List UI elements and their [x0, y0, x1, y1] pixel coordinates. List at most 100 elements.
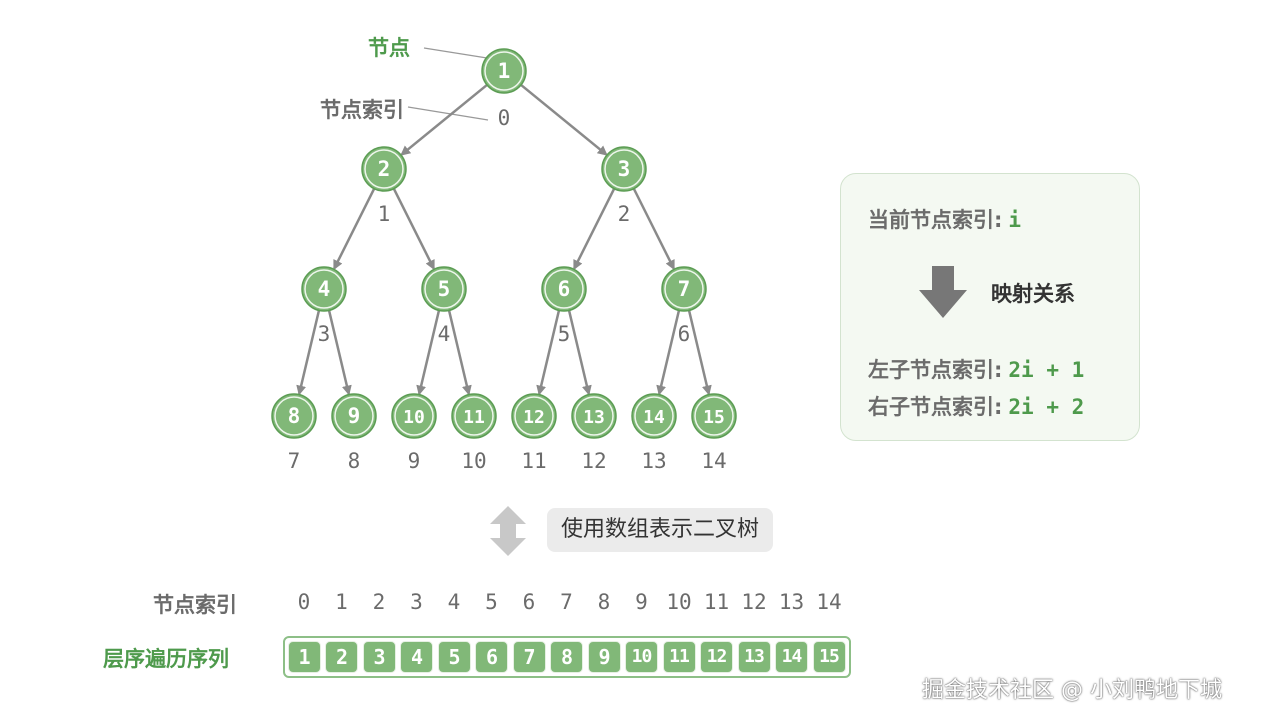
tree-node-index: 3 — [318, 322, 331, 346]
tree-edge — [392, 188, 435, 271]
tree-edge — [632, 188, 675, 271]
tree-node: 12 — [511, 393, 557, 439]
tree-node-circle — [601, 146, 647, 192]
tree-edge — [296, 310, 321, 396]
tree-node-value: 4 — [318, 277, 331, 301]
tree-node-index: 1 — [378, 202, 391, 226]
tree-node-value: 13 — [583, 407, 605, 428]
tree-node-inner-ring — [694, 396, 734, 436]
array-cell: 5 — [437, 641, 471, 673]
current-index-value: i — [1008, 208, 1022, 232]
tree-node-inner-ring — [454, 396, 494, 436]
array-index: 12 — [741, 590, 767, 614]
array-index: 4 — [447, 590, 461, 614]
down-arrow-icon — [919, 266, 967, 318]
tree-node: 10 — [391, 393, 437, 439]
array-index: 6 — [522, 590, 536, 614]
tree-node-index: 10 — [461, 449, 486, 473]
left-child-index-line: 左子节点索引:2i + 1 — [868, 354, 1084, 384]
tree-node-inner-ring — [574, 396, 614, 436]
tree-node-inner-ring — [514, 396, 554, 436]
array-cell: 8 — [550, 641, 583, 673]
tree-node-circle — [271, 393, 317, 439]
tree-node-index: 13 — [641, 449, 666, 473]
tree-node: 2 — [361, 146, 407, 192]
tree-node-value: 11 — [463, 407, 485, 428]
array-cell: 1 — [287, 641, 321, 673]
tree-node-inner-ring — [634, 396, 674, 436]
tree-node-inner-ring — [274, 396, 314, 436]
tree-edge — [416, 310, 441, 396]
tree-node-index: 14 — [701, 449, 726, 473]
array-index: 7 — [560, 590, 573, 614]
array-cell: 9 — [587, 641, 621, 673]
watermark: 掘金技术社区 @ 小刘鸭地下城 — [922, 678, 1222, 703]
tree-edge — [333, 188, 376, 271]
tree-node-circle — [631, 393, 677, 439]
tree-node-circle — [391, 393, 437, 439]
tree-node-circle — [331, 393, 377, 439]
tree-node: 8 — [271, 393, 317, 439]
tree-edge — [567, 310, 592, 396]
tree-edge — [687, 310, 712, 396]
array-cell: 4 — [400, 641, 433, 673]
tree-node-inner-ring — [484, 51, 524, 91]
tree-node-value: 3 — [618, 157, 631, 181]
tree-node-value: 6 — [558, 277, 571, 301]
tree-node: 9 — [331, 393, 377, 439]
tree-node-inner-ring — [544, 269, 584, 309]
array-index: 2 — [372, 590, 386, 614]
right-child-index-line: 右子节点索引:2i + 2 — [868, 391, 1084, 421]
tree-node-circle — [691, 393, 737, 439]
array-index: 0 — [297, 590, 311, 614]
tree-node-circle — [511, 393, 557, 439]
tree-node-index: 9 — [408, 449, 421, 473]
array-cell: 14 — [775, 641, 808, 673]
array-cell: 7 — [512, 641, 546, 673]
array-cell: 11 — [662, 641, 696, 673]
array-index-row-label: 节点索引 — [153, 593, 237, 617]
tree-edge — [400, 83, 488, 156]
right-child-index-label: 右子节点索引: — [868, 395, 1003, 419]
tree-node: 7 — [661, 266, 707, 312]
tree-node-circle — [421, 266, 467, 312]
tree-node-circle — [451, 393, 497, 439]
tree-node-value: 1 — [498, 59, 511, 83]
tree-node-inner-ring — [334, 396, 374, 436]
tree-node-value: 15 — [703, 407, 725, 428]
current-index-label: 当前节点索引: — [868, 208, 1003, 232]
array-index: 14 — [816, 590, 842, 614]
array-cell: 13 — [737, 641, 771, 673]
node-label-leader — [423, 47, 488, 59]
tree-node-circle — [571, 393, 617, 439]
array-cell: 2 — [325, 641, 358, 673]
tree-node-inner-ring — [304, 269, 344, 309]
array-index: 3 — [410, 590, 423, 614]
tree-edge — [573, 188, 616, 271]
left-child-index-label: 左子节点索引: — [868, 358, 1003, 382]
tree-node-inner-ring — [424, 269, 464, 309]
tree-node-value: 2 — [378, 157, 391, 181]
tree-node-inner-ring — [364, 149, 404, 189]
bidirectional-arrow-icon — [490, 506, 526, 556]
tree-node-value: 14 — [643, 407, 665, 428]
tree-edge — [447, 310, 472, 396]
tree-node-value: 9 — [348, 404, 361, 428]
tree-node-circle — [661, 266, 707, 312]
array-index: 8 — [597, 590, 611, 614]
array-index: 13 — [778, 590, 805, 614]
tree-node-index: 7 — [288, 449, 301, 473]
tree-node-value: 10 — [403, 407, 425, 428]
tree-node-index: 2 — [618, 202, 631, 226]
tree-node-index: 0 — [498, 106, 511, 130]
tree-node-circle — [361, 146, 407, 192]
right-child-index-value: 2i + 2 — [1008, 395, 1085, 419]
array-cell: 15 — [812, 641, 846, 673]
tree-node-value: 8 — [288, 404, 301, 428]
tree-node-inner-ring — [664, 269, 704, 309]
mapping-relation-label: 映射关系 — [991, 282, 1075, 306]
tree-node-value: 7 — [678, 277, 691, 301]
tree-node-index: 5 — [558, 322, 571, 346]
